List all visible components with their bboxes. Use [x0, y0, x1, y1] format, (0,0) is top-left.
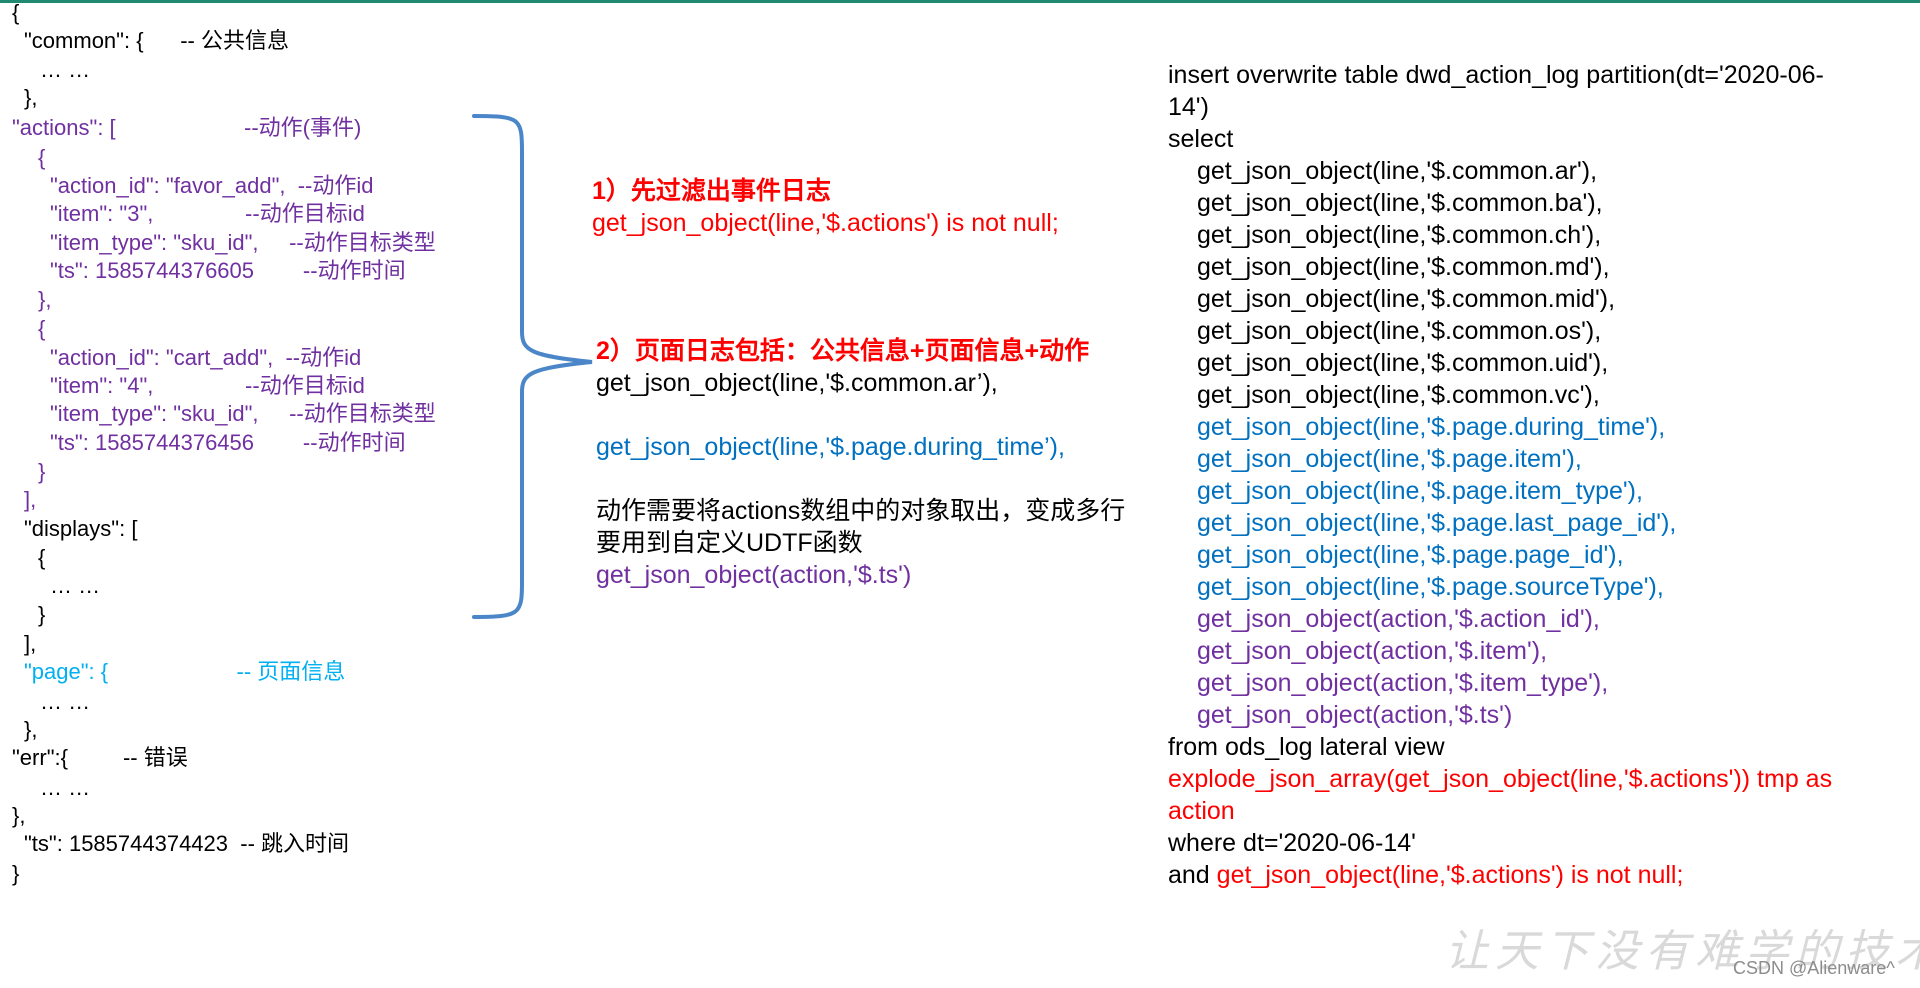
sql-token: get_json_object(action,'$.action_id'),: [1197, 605, 1600, 633]
json-line: "ts": 1585744376456 --动作时间: [50, 430, 406, 455]
json-line: "item_type": "sku_id", --动作目标类型: [50, 401, 436, 426]
json-line: },: [24, 717, 38, 742]
sql-line: get_json_object(action,'$.action_id'),: [1197, 604, 1600, 634]
sql-line: get_json_object(line,'$.common.ar'),: [1197, 156, 1597, 186]
sql-token: select: [1168, 125, 1234, 153]
json-line: {: [38, 545, 46, 570]
sql-token: and: [1168, 861, 1217, 889]
sql-token: get_json_object(line,'$.page.during_time…: [1197, 413, 1666, 441]
sql-token: get_json_object(line,'$.common.vc'),: [1197, 381, 1600, 409]
json-line: "ts": 1585744374423 -- 跳入时间: [24, 831, 350, 856]
note-line: get_json_object(line,'$.page.during_time…: [596, 433, 1065, 461]
sql-line: get_json_object(line,'$.common.vc'),: [1197, 380, 1600, 410]
json-line: ],: [24, 487, 37, 512]
sql-token: get_json_object(line,'$.common.ch'),: [1197, 221, 1602, 249]
sql-token: get_json_object(line,'$.common.uid'),: [1197, 349, 1609, 377]
json-line: }: [38, 602, 46, 627]
note-line: get_json_object(line,'$.common.ar’),: [596, 369, 998, 397]
sql-line: get_json_object(line,'$.page.last_page_i…: [1197, 508, 1676, 538]
curly-brace-bracket: [472, 114, 593, 619]
sql-line: get_json_object(line,'$.common.ba'),: [1197, 188, 1603, 218]
json-line: "common": { -- 公共信息: [24, 28, 289, 53]
sql-token: explode_json_array(get_json_object(line,…: [1168, 765, 1833, 793]
json-line: … …: [40, 775, 91, 800]
json-line: "ts": 1585744376605 --动作时间: [50, 258, 406, 283]
sql-line: insert overwrite table dwd_action_log pa…: [1168, 60, 1824, 90]
sql-line: and get_json_object(line,'$.actions') is…: [1168, 860, 1683, 890]
json-line: "actions": [ --动作(事件): [12, 115, 362, 140]
json-line: "item": "3", --动作目标id: [50, 201, 365, 226]
json-line: "action_id": "cart_add", --动作id: [50, 345, 362, 370]
note-line: 动作需要将actions数组中的对象取出，变成多行: [596, 497, 1126, 525]
note-line: 要用到自定义UDTF函数: [596, 529, 863, 557]
sql-token: where dt='2020-06-14': [1168, 829, 1416, 857]
sql-token: get_json_object(line,'$.page.item'),: [1197, 445, 1582, 473]
json-line: ],: [24, 631, 37, 656]
sql-token: get_json_object(action,'$.item_type'),: [1197, 669, 1609, 697]
note-line: get_json_object(action,'$.ts'): [596, 561, 912, 589]
json-line: "displays": [: [24, 516, 138, 541]
json-line: {: [12, 0, 20, 25]
sql-line: get_json_object(line,'$.common.uid'),: [1197, 348, 1608, 378]
json-line: },: [24, 85, 38, 110]
json-line: … …: [40, 57, 91, 82]
json-line: … …: [40, 689, 91, 714]
json-line: },: [38, 287, 52, 312]
sql-line: get_json_object(action,'$.item_type'),: [1197, 668, 1608, 698]
sql-line: get_json_object(line,'$.common.ch'),: [1197, 220, 1601, 250]
sql-line: get_json_object(line,'$.common.md'),: [1197, 252, 1610, 282]
json-line: … …: [50, 573, 101, 598]
sql-line: get_json_object(line,'$.common.os'),: [1197, 316, 1601, 346]
sql-token: get_json_object(line,'$.page.sourceType'…: [1197, 573, 1664, 601]
sql-line: select: [1168, 124, 1233, 154]
sql-token: get_json_object(line,'$.actions') is not…: [1216, 861, 1684, 889]
sql-line: get_json_object(line,'$.page.during_time…: [1197, 412, 1665, 442]
sql-token: get_json_object(line,'$.common.ba'),: [1197, 189, 1603, 217]
top-border-line: [0, 0, 1920, 3]
json-line: "err":{ -- 错误: [12, 745, 188, 770]
sql-token: get_json_object(action,'$.ts'): [1197, 701, 1513, 729]
sql-token: get_json_object(line,'$.page.item_type')…: [1197, 477, 1643, 505]
json-line: {: [38, 145, 46, 170]
sql-line: action: [1168, 796, 1235, 826]
sql-token: get_json_object(action,'$.item'),: [1197, 637, 1548, 665]
note-heading: 1）先过滤出事件日志: [592, 177, 831, 205]
sql-line: 14'): [1168, 92, 1209, 122]
json-line: "item_type": "sku_id", --动作目标类型: [50, 230, 436, 255]
json-line: {: [38, 316, 46, 341]
sql-token: from ods_log lateral view: [1168, 733, 1445, 761]
sql-line: where dt='2020-06-14': [1168, 828, 1416, 858]
sql-line: get_json_object(action,'$.ts'): [1197, 700, 1512, 730]
sql-line: from ods_log lateral view: [1168, 732, 1445, 762]
sql-token: insert overwrite table dwd_action_log pa…: [1168, 61, 1824, 89]
sql-line: get_json_object(line,'$.common.mid'),: [1197, 284, 1615, 314]
json-line: }: [12, 861, 20, 886]
sql-line: get_json_object(line,'$.page.item'),: [1197, 444, 1582, 474]
json-line: "action_id": "favor_add", --动作id: [50, 173, 374, 198]
json-line: },: [12, 803, 26, 828]
sql-token: get_json_object(line,'$.page.page_id'),: [1197, 541, 1624, 569]
sql-line: get_json_object(line,'$.page.sourceType'…: [1197, 572, 1664, 602]
sql-token: get_json_object(line,'$.common.os'),: [1197, 317, 1602, 345]
sql-line: get_json_object(line,'$.page.page_id'),: [1197, 540, 1624, 570]
sql-token: get_json_object(line,'$.common.ar'),: [1197, 157, 1598, 185]
watermark-text: 让天下没有难学的技术: [1445, 926, 1920, 977]
sql-token: action: [1168, 797, 1235, 825]
note-heading: 2）页面日志包括：公共信息+页面信息+动作: [596, 337, 1090, 365]
sql-line: get_json_object(action,'$.item'),: [1197, 636, 1547, 666]
sql-line: explode_json_array(get_json_object(line,…: [1168, 764, 1832, 794]
sql-token: get_json_object(line,'$.common.md'),: [1197, 253, 1610, 281]
json-line: "page": { -- 页面信息: [24, 659, 346, 684]
json-line: }: [38, 459, 46, 484]
json-line: "item": "4", --动作目标id: [50, 373, 365, 398]
note-line: get_json_object(line,'$.actions') is not…: [592, 209, 1059, 237]
sql-token: 14'): [1168, 93, 1209, 121]
sql-line: get_json_object(line,'$.page.item_type')…: [1197, 476, 1643, 506]
sql-token: get_json_object(line,'$.common.mid'),: [1197, 285, 1616, 313]
csdn-credit: CSDN @Alienware^: [1733, 958, 1895, 978]
sql-token: get_json_object(line,'$.page.last_page_i…: [1197, 509, 1677, 537]
